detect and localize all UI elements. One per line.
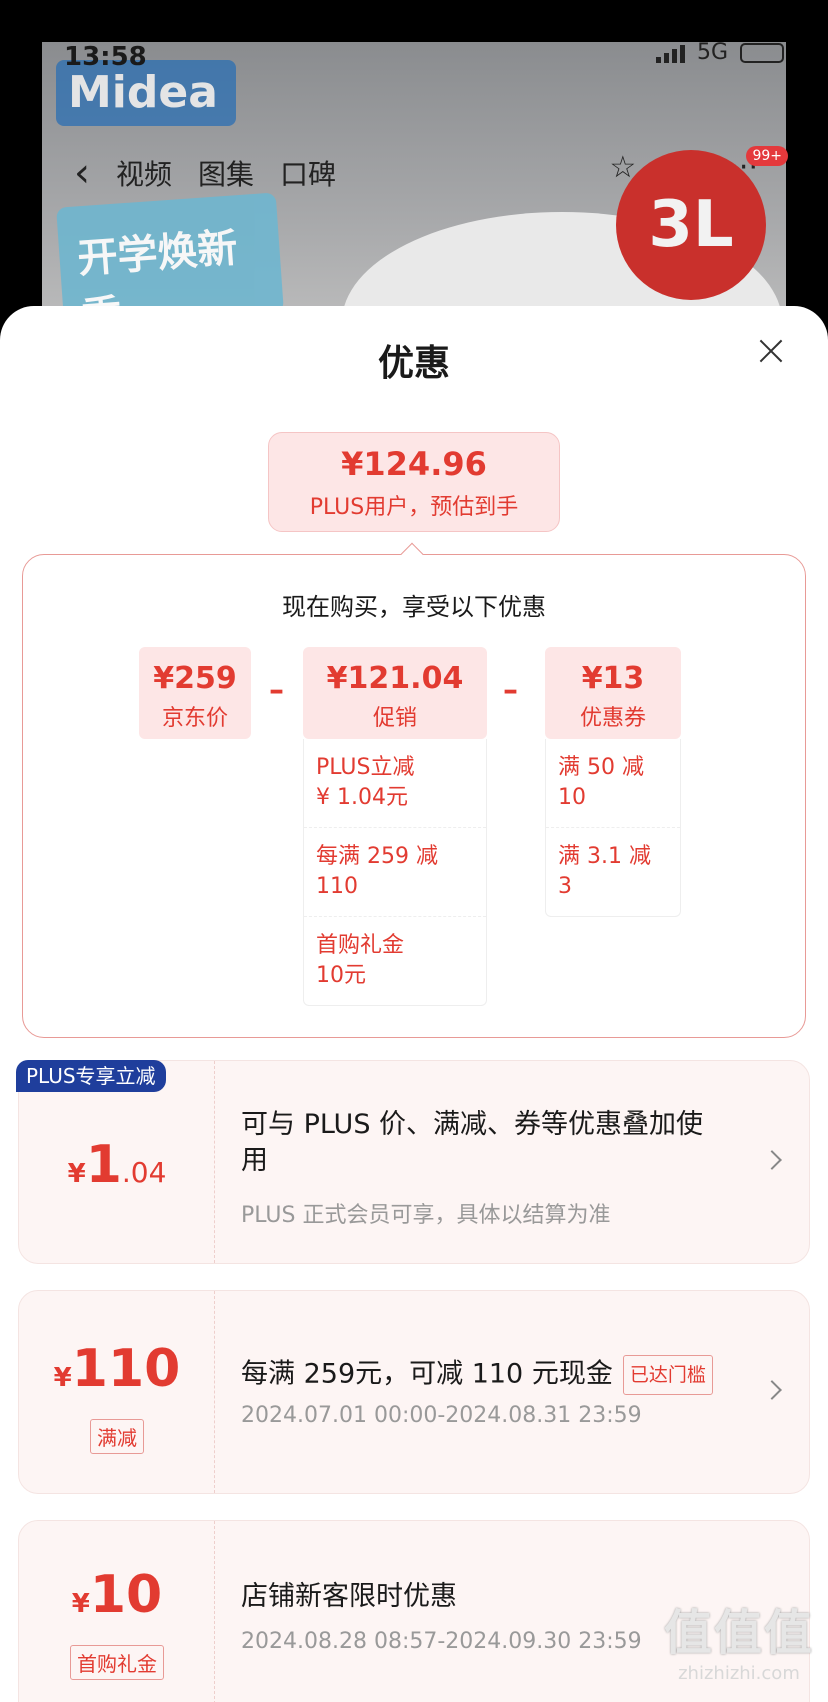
card-tag: 满减 <box>90 1419 144 1454</box>
card-amount: ¥110 <box>53 1339 181 1399</box>
card-sub-text: 2024.08.28 08:57-2024.09.30 23:59 <box>241 1629 642 1654</box>
promo-label: 促销 <box>372 706 417 731</box>
jd-price-box: ¥259 京东价 <box>139 647 251 739</box>
breakdown-title: 现在购买，享受以下优惠 <box>282 593 546 621</box>
coupon-detail-item: 满 3.1 减 3 <box>558 844 651 899</box>
card-sub-text: PLUS 正式会员可享，具体以结算为准 <box>241 1203 611 1228</box>
coupon-detail-item: 满 50 减 10 <box>546 739 680 828</box>
coupon-value: ¥13 <box>581 661 645 696</box>
promo-value: ¥121.04 <box>326 661 464 696</box>
estimated-price-box: ¥124.96 PLUS用户，预估到手 <box>268 432 560 532</box>
minus-sign: – <box>503 673 518 708</box>
battery-icon <box>740 42 784 63</box>
card-main-text: 店铺新客限时优惠 <box>241 1581 457 1612</box>
card-amount: ¥10 <box>71 1565 163 1625</box>
network-label: 5G <box>696 40 728 65</box>
brand-logo: Midea <box>56 60 236 126</box>
card-tag: 首购礼金 <box>70 1645 164 1680</box>
card-main-text: 可与 PLUS 价、满减、券等优惠叠加使用 <box>241 1109 704 1176</box>
card-sub-text: 2024.07.01 00:00-2024.08.31 23:59 <box>241 1403 642 1428</box>
coupon-details: 满 50 减 10 满 3.1 减 3 <box>545 739 681 917</box>
promo-detail-item: 首购礼金 10元 <box>316 933 405 988</box>
estimated-amount: ¥124.96 <box>341 445 487 483</box>
capacity-badge: 3L <box>616 150 766 300</box>
status-time: 13:58 <box>64 42 147 72</box>
back-icon[interactable]: ‹ <box>74 150 90 196</box>
price-breakdown: 现在购买，享受以下优惠 ¥259 京东价 – ¥121.04 促销 PLUS立减… <box>22 554 806 1038</box>
status-bar-right: 5G <box>655 40 784 65</box>
tab-video[interactable]: 视频 <box>116 158 173 191</box>
minus-sign: – <box>269 673 284 708</box>
discount-card-full-reduction[interactable]: ¥110 满减 每满 259元，可减 110 元现金已达门槛 2024.07.0… <box>18 1290 810 1494</box>
plus-badge: PLUS专享立减 <box>16 1060 166 1092</box>
product-nav: ‹ 视频 图集 口碑 <box>74 150 336 196</box>
discount-sheet: 优惠 ¥124.96 PLUS用户，预估到手 现在购买，享受以下优惠 ¥259 … <box>0 306 828 1702</box>
coupon-box: ¥13 优惠券 <box>545 647 681 739</box>
promo-detail-item: PLUS立减 ¥ 1.04元 <box>304 739 486 828</box>
card-amount: ¥1.04 <box>67 1135 167 1195</box>
jd-price-label: 京东价 <box>161 706 228 731</box>
watermark: 值值值 zhizhizhi.com <box>663 1605 814 1684</box>
sheet-title: 优惠 <box>377 343 450 384</box>
threshold-reached-badge: 已达门槛 <box>622 1355 713 1395</box>
chevron-right-icon[interactable] <box>762 1150 782 1170</box>
product-page-background: Midea 13:58 5G ‹ 视频 图集 口碑 ☆ ↻ ··· 99+ 开学… <box>0 0 828 342</box>
promo-box: ¥121.04 促销 <box>303 647 487 739</box>
chevron-right-icon[interactable] <box>762 1380 782 1400</box>
coupon-label: 优惠券 <box>579 706 646 731</box>
message-badge: 99+ <box>746 146 788 166</box>
tab-reviews[interactable]: 口碑 <box>280 158 337 191</box>
close-icon[interactable] <box>754 334 788 368</box>
card-main-text: 每满 259元，可减 110 元现金已达门槛 <box>241 1355 713 1395</box>
promo-detail-item: 每满 259 减 110 <box>304 828 486 917</box>
promo-details: PLUS立减 ¥ 1.04元 每满 259 减 110 首购礼金 10元 <box>303 739 487 1006</box>
discount-card-plus[interactable]: ¥1.04 可与 PLUS 价、满减、券等优惠叠加使用 PLUS 正式会员可享，… <box>18 1060 810 1264</box>
estimated-label: PLUS用户，预估到手 <box>309 495 519 520</box>
signal-icon <box>655 43 685 63</box>
jd-price-value: ¥259 <box>153 661 237 696</box>
tab-gallery[interactable]: 图集 <box>198 158 255 191</box>
discount-card-first-purchase[interactable]: ¥10 首购礼金 店铺新客限时优惠 2024.08.28 08:57-2024.… <box>18 1520 810 1702</box>
